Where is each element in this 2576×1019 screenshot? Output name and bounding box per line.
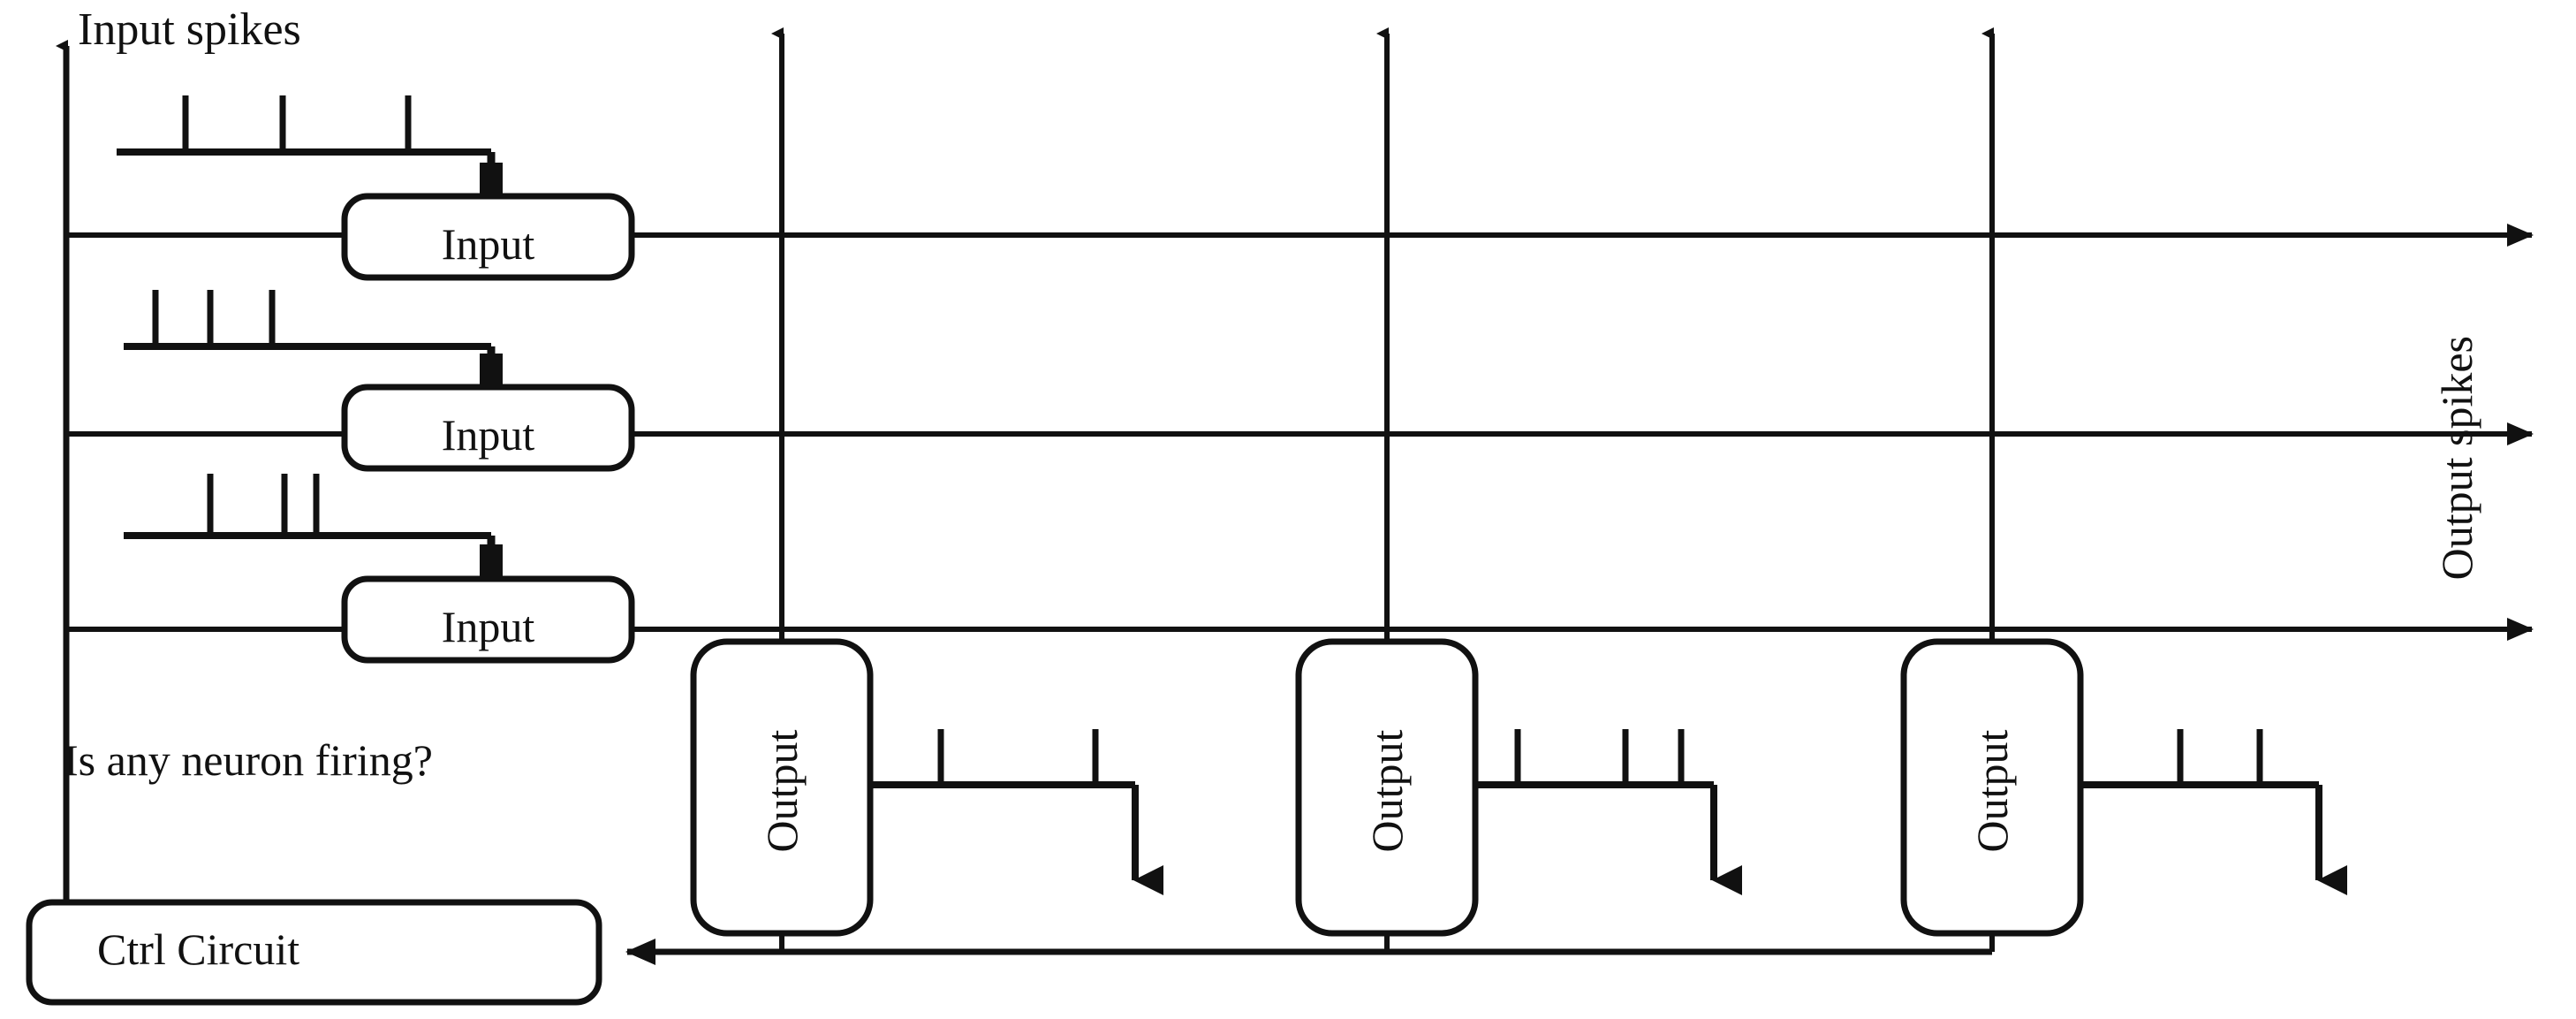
output-node-boxes [690,638,2084,937]
ctrl-circuit-label: Ctrl Circuit [97,924,300,974]
output-node-label-3: Output [1967,729,2017,853]
input-node-box-1[interactable] [341,193,635,281]
output-spike-train-1 [870,729,1163,895]
input-node-box-3[interactable] [341,575,635,664]
input-node-label-2: Input [441,410,535,460]
input-node-label-1: Input [441,219,535,269]
output-node-label-2: Output [1362,729,1412,853]
input-spike-train-2 [124,290,503,391]
ctrl-circuit-group [26,899,602,1006]
input-spikes-label: Input spikes [78,4,301,55]
input-spike-train-1 [117,95,503,200]
ctrl-circuit-box[interactable] [26,899,602,1006]
output-node-label-1: Output [757,729,807,853]
is-any-neuron-firing-label: Is any neuron firing? [64,735,433,785]
input-spike-train-3 [124,474,503,582]
output-spikes-label: Output spikes [2432,336,2481,581]
input-node-label-3: Input [441,602,535,651]
input-node-box-2[interactable] [341,384,635,472]
output-spike-train-3 [2080,729,2347,895]
input-node-boxes [341,193,635,664]
output-spike-train-2 [1475,729,1742,895]
